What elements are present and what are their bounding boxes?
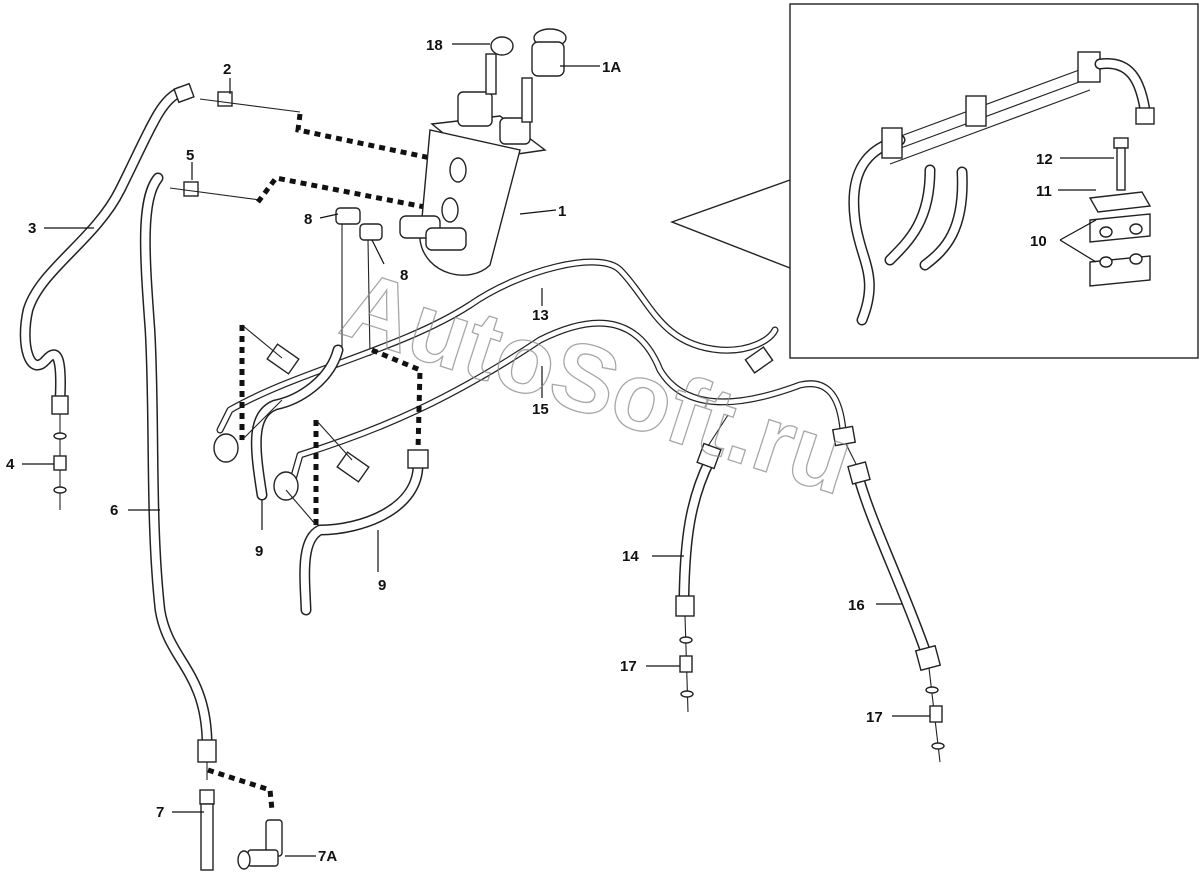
label-5: 5 <box>186 147 194 164</box>
label-1a: 1A <box>602 59 621 76</box>
label-15: 15 <box>532 401 549 418</box>
label-6: 6 <box>110 502 118 519</box>
valve-1 <box>399 53 547 276</box>
label-10: 10 <box>1030 233 1047 250</box>
label-8-bottom: 8 <box>400 267 408 284</box>
hose-9-left <box>213 343 344 501</box>
fitting-7 <box>199 762 215 871</box>
bolt-12 <box>1113 137 1129 191</box>
label-9-right: 9 <box>378 577 386 594</box>
label-18: 18 <box>426 37 443 54</box>
hose-16 <box>845 443 942 672</box>
label-11: 11 <box>1036 183 1052 200</box>
label-8-top: 8 <box>304 211 312 228</box>
fitting-2 <box>199 91 301 113</box>
label-13: 13 <box>532 307 549 324</box>
label-12: 12 <box>1036 151 1053 168</box>
tube-13 <box>216 258 779 434</box>
fitting-17-left <box>679 615 694 713</box>
label-3: 3 <box>28 220 36 237</box>
fitting-5 <box>169 181 261 201</box>
hose-6 <box>139 172 217 763</box>
label-9-left: 9 <box>255 543 263 560</box>
hose-3 <box>19 82 195 415</box>
hose-9-right <box>273 449 429 616</box>
label-16: 16 <box>848 597 865 614</box>
fitting-7a <box>237 819 283 870</box>
hose-14 <box>675 414 729 617</box>
label-7: 7 <box>156 804 164 821</box>
elbow-8 <box>335 207 383 357</box>
label-17-right: 17 <box>866 709 883 726</box>
watermark: AutoSoft.ru <box>330 251 865 516</box>
tube-15 <box>286 319 857 494</box>
fitting-17-right <box>925 667 945 763</box>
label-17-left: 17 <box>620 658 637 675</box>
dashed-link-2 <box>295 113 441 163</box>
dashed-link-5 <box>256 175 441 213</box>
label-4: 4 <box>6 456 15 473</box>
detail-inset <box>669 3 1199 359</box>
label-1: 1 <box>558 203 566 220</box>
nut-18 <box>490 36 514 56</box>
clamp-10 <box>1089 213 1151 287</box>
dashed-link-7 <box>207 767 275 811</box>
leader-lines <box>22 43 1114 857</box>
label-2: 2 <box>223 61 231 78</box>
plate-11 <box>1088 191 1152 213</box>
fitting-4 <box>53 414 67 510</box>
label-14: 14 <box>622 548 639 565</box>
label-7a: 7A <box>318 848 337 865</box>
cap-1a <box>531 28 567 77</box>
